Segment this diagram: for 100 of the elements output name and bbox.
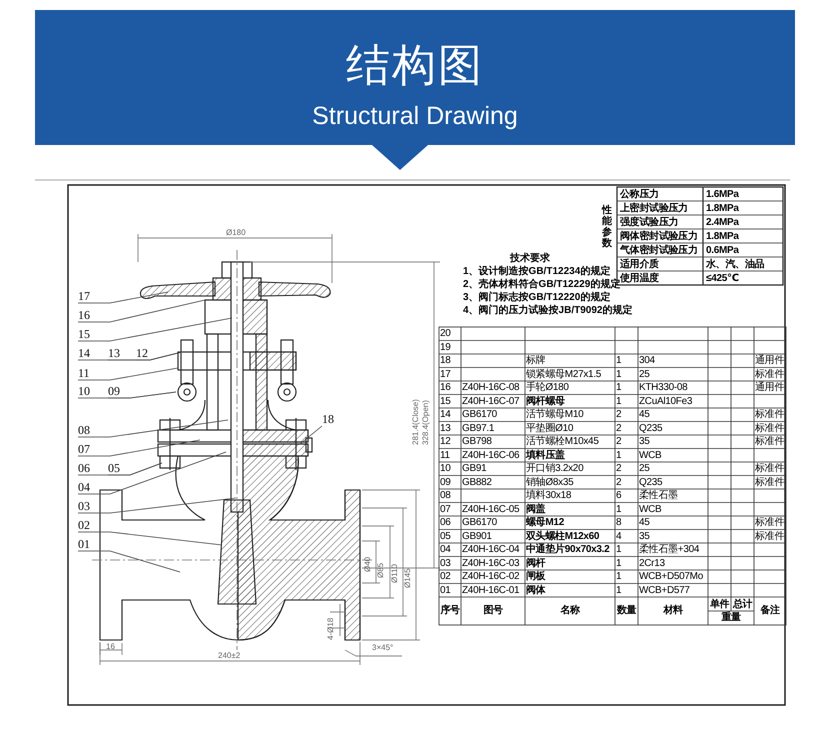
dimension-label: Ø145 xyxy=(404,568,412,588)
quantity: 2 xyxy=(616,408,622,421)
column-header: 单件 xyxy=(708,598,730,611)
dimension-label: Ø85 xyxy=(377,562,385,578)
parameter-value: 1.6MPa xyxy=(706,188,739,201)
part-name: 填料30x18 xyxy=(526,489,572,502)
remark: 标准件 xyxy=(755,462,784,475)
dimension-label: Ø40 xyxy=(364,556,372,572)
quantity: 1 xyxy=(616,448,622,462)
quantity: 1 xyxy=(616,502,622,516)
leader-line xyxy=(78,292,168,304)
callout-number: 02 xyxy=(78,518,90,532)
column-header: 数量 xyxy=(616,604,638,617)
requirement-item: 1、设计制造按GB/T12234的规定 xyxy=(463,267,610,277)
drawing-number: Z40H-16C-01 xyxy=(462,584,520,596)
material: 2Cr13 xyxy=(639,556,665,570)
dimension-label: Ø180 xyxy=(226,229,246,237)
row-number: 06 xyxy=(440,516,451,529)
callout-number: 04 xyxy=(78,480,90,494)
quantity: 2 xyxy=(616,476,622,488)
drawing-number: Z40H-16C-03 xyxy=(462,556,520,570)
column-header: 总计 xyxy=(732,598,754,611)
section-label: 性能参数 xyxy=(602,205,612,249)
row-number: 14 xyxy=(440,408,451,421)
quantity: 2 xyxy=(616,422,622,434)
leader-line xyxy=(78,532,222,546)
callout-number: 14 xyxy=(78,346,90,360)
material: WCB xyxy=(639,448,662,462)
material: KTH330-08 xyxy=(639,381,688,394)
part-name: 阀体 xyxy=(526,584,546,596)
row-number: 15 xyxy=(440,394,451,408)
row-number: 10 xyxy=(440,462,451,475)
quantity: 6 xyxy=(616,489,622,502)
callout-number: 15 xyxy=(78,327,90,341)
drawing-number: Z40H-16C-07 xyxy=(462,394,520,408)
row-number: 20 xyxy=(440,327,451,340)
quantity: 1 xyxy=(616,570,622,583)
quantity: 1 xyxy=(616,584,622,596)
quantity: 8 xyxy=(616,516,622,529)
callout-number: 12 xyxy=(136,346,148,360)
requirement-item: 3、阀门标志按GB/T12220的规定 xyxy=(463,293,610,303)
leader-line xyxy=(78,420,228,438)
requirement-item: 4、阀门的压力试验按JB/T9092的规定 xyxy=(463,306,632,316)
remark: 通用件 xyxy=(755,354,784,367)
part-name: 螺母M12 xyxy=(526,516,564,529)
leader-line xyxy=(78,498,236,514)
drawing-number: GB91 xyxy=(462,462,486,475)
part-name: 锁紧螺母M27x1.5 xyxy=(526,368,602,380)
callout-number: 10 xyxy=(78,384,90,398)
part-name: 阀杆 xyxy=(526,556,546,570)
callout-number: 07 xyxy=(78,442,90,456)
remark: 通用件 xyxy=(755,381,784,394)
parameter-name: 气体密封试验压力 xyxy=(620,244,698,257)
callout-number: 03 xyxy=(78,499,90,513)
part-name: 中通垫片90x70x3.2 xyxy=(526,543,610,556)
parameter-name: 上密封试验压力 xyxy=(620,202,688,215)
leader-line xyxy=(108,392,176,398)
leader-line xyxy=(78,368,178,380)
quantity: 1 xyxy=(616,394,622,408)
material: WCB+D507Mo xyxy=(639,570,703,583)
row-number: 17 xyxy=(440,368,451,380)
row-number: 12 xyxy=(440,435,451,448)
row-number: 03 xyxy=(440,556,451,570)
row-number: 07 xyxy=(440,502,451,516)
callout-number: 18 xyxy=(322,412,334,426)
remark: 标准件 xyxy=(755,435,784,448)
remark: 标准件 xyxy=(755,476,784,488)
parameter-value: 1.8MPa xyxy=(706,230,739,243)
material: 25 xyxy=(639,368,650,380)
material: WCB xyxy=(639,502,662,516)
material: 45 xyxy=(639,408,650,421)
parameter-value: 水、汽、油品 xyxy=(706,258,764,271)
parameter-value: 1.8MPa xyxy=(706,202,739,215)
parameter-name: 适用介质 xyxy=(620,258,659,271)
material: 304 xyxy=(639,354,655,367)
row-number: 18 xyxy=(440,354,451,367)
material: 35 xyxy=(639,435,650,448)
callout-number: 08 xyxy=(78,423,90,437)
row-number: 04 xyxy=(440,543,451,556)
part-name: 阀盖 xyxy=(526,502,546,516)
material: WCB+D577 xyxy=(639,584,690,596)
remark: 标准件 xyxy=(755,368,784,380)
drawing-number: GB6170 xyxy=(462,408,497,421)
part-name: 双头螺柱M12x60 xyxy=(526,530,600,542)
column-header: 重量 xyxy=(720,611,742,624)
dimension-label: 3×45° xyxy=(372,644,394,652)
part-name: 活节螺母M10 xyxy=(526,408,584,421)
callout-number: 09 xyxy=(108,384,120,398)
remark: 标准件 xyxy=(755,408,784,421)
quantity: 1 xyxy=(616,354,622,367)
dimension-label: 328.4(Open) xyxy=(422,400,430,445)
material: Q235 xyxy=(639,422,662,434)
material: 柔性石墨 xyxy=(639,489,678,502)
leader-line xyxy=(78,318,232,342)
drawing-number: Z40H-16C-02 xyxy=(462,570,520,583)
drawing-number: Z40H-16C-06 xyxy=(462,448,520,462)
leader-line xyxy=(108,462,162,476)
callout-number: 16 xyxy=(78,308,90,322)
drawing-number: GB97.1 xyxy=(462,422,494,434)
drawing-number: Z40H-16C-05 xyxy=(462,502,520,516)
